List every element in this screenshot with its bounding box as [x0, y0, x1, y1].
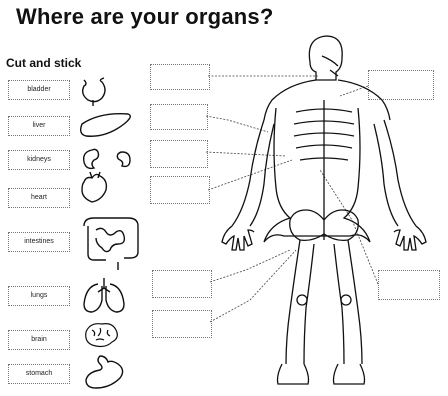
- pointer-lines: [206, 76, 378, 322]
- skeleton-figure: [222, 36, 426, 384]
